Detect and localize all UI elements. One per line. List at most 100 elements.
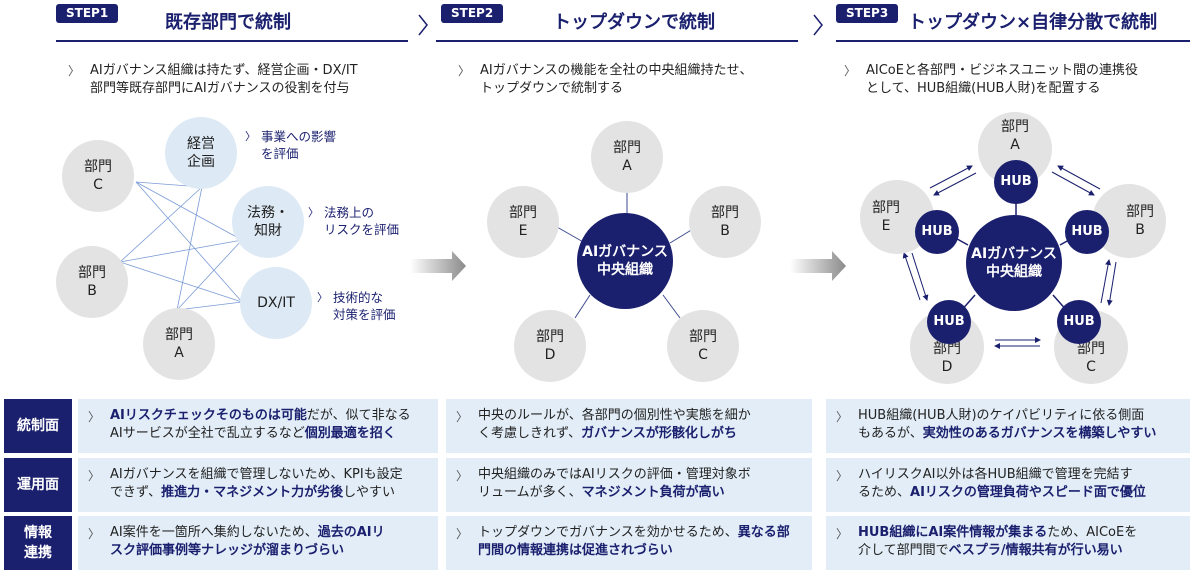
cell-text: 中央のルールが、各部門の個別性や実態を細かく考慮しきれず、ガバナンスが形骸化しが… [478,407,806,443]
legal-ip-node: 法務・知財 [232,186,304,258]
text-segment: HUB組織(HUB人財)のケイパビリティに依る側面 [858,408,1145,423]
cell-text: HUB組織にAI案件情報が集まるため、AICoEを介して部門間でベスプラ/情報共… [858,524,1184,560]
emphasis-text: スク評価事例等ナレッジが溜まりづらい [110,543,345,558]
text-segment: るため、 [858,485,911,500]
note-line: 技術的な [333,290,384,305]
text-segment: しやすい [343,485,395,500]
emphasis-text: 異なる部 [737,525,790,540]
node-label: 部門 [1001,119,1029,135]
cell-text: HUB組織(HUB人財)のケイパビリティに依る側面もあるが、実効性のあるガバナン… [858,407,1184,443]
node-label: C [698,347,708,363]
emphasis-text: ガバナンスが形骸化しがち [581,426,737,441]
bullet-icon: 〉 [456,527,469,541]
emphasis-text: HUB組織にAI案件情報が集まる [858,525,1048,540]
emphasis-text: AIリスクの管理負荷やスピード面で優位 [910,485,1146,500]
node-label: 法務・ [247,205,289,221]
legal-ip-note: 〉法務上のリスクを評価 [308,204,400,238]
dept-d-node: 部門 D [910,310,984,384]
comparison-cell: 〉中央のルールが、各部門の個別性や実態を細かく考慮しきれず、ガバナンスが形骸化し… [446,399,812,453]
hub-b-node: HUB [1065,210,1109,254]
text-segment: く考慮しきれず、 [478,426,582,441]
comparison-cell: 〉HUB組織(HUB人財)のケイパビリティに依る側面もあるが、実効性のあるガバナ… [826,399,1190,453]
management-planning-node: 経営企画 [165,117,237,189]
bullet-icon: 〉 [458,64,471,78]
hub-label: HUB [921,224,953,239]
text-segment: 介して部門間で [858,543,949,558]
text-segment: 中央組織のみではAIリスクの評価・管理対象ボ [478,467,751,482]
text-segment: もあるが、 [858,426,923,441]
arrow-right-icon [410,251,466,281]
comparison-cell: 〉中央組織のみではAIリスクの評価・管理対象ボリュームが多く、マネジメント負荷が… [446,458,812,512]
node-label: DX/IT [257,295,295,311]
node-label: C [1086,359,1096,375]
hub-label: HUB [933,314,965,329]
note-line: 法務上の [324,205,375,220]
step3-badge: STEP3 [836,4,899,23]
node-label: 部門 [933,341,961,357]
bullet-icon: 〉 [68,64,81,78]
bullet-icon: 〉 [88,410,101,424]
emphasis-text: 過去のAIリ [317,525,385,540]
node-label: B [720,223,730,239]
emphasis-text: 実効性のあるガバナンスを構築しやすい [922,426,1157,441]
comparison-cell: 〉AI案件を一箇所へ集約しないため、過去のAIリスク評価事例等ナレッジが溜まりづ… [78,516,438,570]
text-segment: ため、AICoEを [1047,525,1138,540]
emphasis-text: AIリスクチェックそのものは可能 [110,408,307,423]
management-planning-note: 〉事業への影響を評価 [245,128,336,162]
cell-text: AI案件を一箇所へ集約しないため、過去のAIリスク評価事例等ナレッジが溜まりづら… [110,524,432,560]
node-label: A [1010,137,1020,153]
desc-line: 部門等既存部門にAIガバナンスの役割を付与 [90,81,350,96]
node-label: E [518,223,528,239]
comparison-cell: 〉AIガバナンスを組織で管理しないため、KPIも設定できず、推進力・マネジメント… [78,458,438,512]
note-line: リスクを評価 [324,222,400,237]
node-label: A [174,345,184,361]
node-label: 部門 [1077,341,1105,357]
node-label: 経営 [187,136,215,152]
text-segment: 中央のルールが、各部門の個別性や実態を細か [478,408,751,423]
step3-description: 〉 AICoEと各部門・ビジネスユニット間の連携役 として、HUB組織(HUB人… [844,62,1138,98]
step3-divider [836,40,1190,42]
node-label: E [881,218,891,234]
text-segment: だが、似て非なる [306,408,411,423]
emphasis-text: マネジメント負荷が高い [581,485,725,500]
node-label: 中央組織 [596,262,653,278]
node-label: B [1135,222,1145,238]
step2-divider [436,40,798,42]
node-label: 中央組織 [985,264,1042,280]
bullet-icon: 〉 [308,206,319,219]
text-segment: リュームが多く、 [478,485,582,500]
bullet-icon: 〉 [317,291,328,304]
step1-title: 既存部門で統制 [165,12,291,33]
desc-line: AICoEと各部門・ビジネスユニット間の連携役 [866,63,1138,78]
bullet-icon: 〉 [844,64,857,78]
text-segment: AIサービスが全社で乱立するなど [110,426,305,441]
row-label-line: 情報 [24,525,52,541]
node-label: 部門 [711,205,739,221]
node-label: 部門 [536,329,564,345]
step2-description: 〉 AIガバナンスの機能を全社の中央組織持たせ、 トップダウンで統制する [458,62,752,98]
step2-badge: STEP2 [441,4,504,23]
note-line: 対策を評価 [333,307,396,322]
arrow-right-icon [790,251,846,281]
bullet-icon: 〉 [456,410,469,424]
node-label: 部門 [84,159,112,175]
dept-b-node: 部門 B [689,186,761,258]
hub-c-node: HUB [1057,300,1101,344]
bullet-icon: 〉 [88,469,101,483]
node-label: B [87,283,97,299]
desc-line: として、HUB組織(HUB人財)を配置する [866,81,1101,96]
step1-divider [56,40,408,42]
dx-it-note: 〉技術的な対策を評価 [317,289,396,323]
node-label: D [941,359,953,375]
node-label: AIガバナンス [582,244,668,260]
row-label-line: 統制面 [17,418,59,434]
text-segment: AIガバナンスを組織で管理しないため、KPIも設定 [110,467,403,482]
row-label: 統制面 [4,399,72,453]
bullet-icon: 〉 [836,527,849,541]
hub-label: HUB [1000,174,1032,189]
row-label-line: 連携 [24,545,52,561]
chevron-right-icon [418,14,428,36]
